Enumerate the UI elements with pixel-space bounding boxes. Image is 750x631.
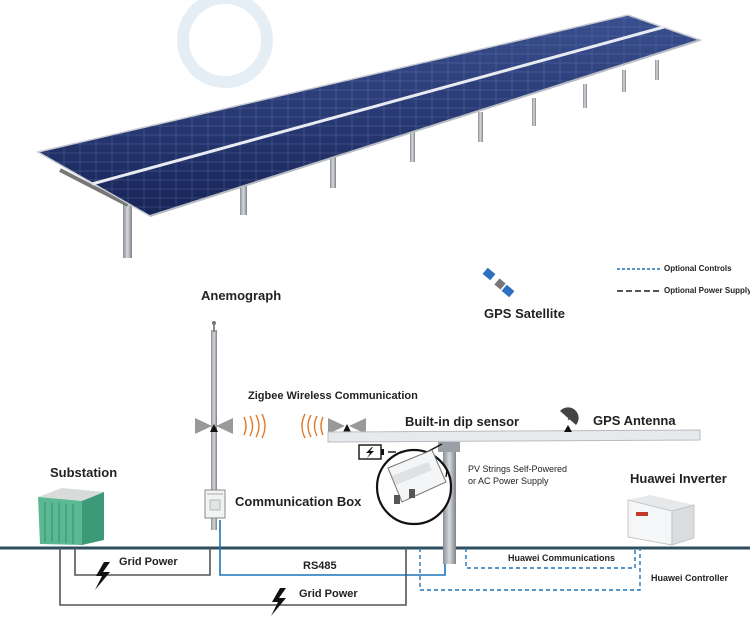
legend-optional-controls-label: Optional Controls	[664, 264, 732, 273]
gps-satellite-label: GPS Satellite	[484, 306, 565, 321]
grid-power-lower-label: Grid Power	[299, 588, 358, 600]
watermark-logo	[183, 0, 267, 82]
grid-power-upper-label: Grid Power	[119, 556, 178, 568]
pv-strings-label-line1: PV Strings Self-Powered	[468, 464, 567, 474]
gps-antenna-icon	[560, 407, 579, 432]
communication-box-icon	[205, 490, 225, 518]
huawei-controller-label: Huawei Controller	[651, 573, 728, 583]
substation-label: Substation	[50, 465, 117, 480]
lightning-icon-upper	[95, 562, 110, 590]
solar-tracker-array	[38, 15, 700, 258]
anemograph-label: Anemograph	[201, 288, 281, 303]
gps-satellite-icon	[483, 268, 515, 298]
controller-magnifier	[377, 444, 451, 524]
huawei-inverter-icon	[628, 495, 694, 545]
huawei-communications-label: Huawei Communications	[508, 553, 615, 563]
zigbee-signal-waves-icon	[244, 414, 323, 438]
substation-building-icon	[38, 488, 104, 545]
legend	[617, 269, 662, 291]
dip-sensor-label: Built-in dip sensor	[405, 414, 519, 429]
legend-optional-power-supply-label: Optional Power Supply	[664, 286, 750, 295]
communication-box-label: Communication Box	[235, 494, 361, 509]
pv-strings-label-line2: or AC Power Supply	[468, 476, 549, 486]
lightning-icon-lower	[271, 588, 286, 616]
rs485-label: RS485	[303, 560, 337, 572]
huawei-inverter-label: Huawei Inverter	[630, 471, 727, 486]
zigbee-label: Zigbee Wireless Communication	[248, 390, 418, 402]
gps-antenna-label: GPS Antenna	[593, 413, 676, 428]
